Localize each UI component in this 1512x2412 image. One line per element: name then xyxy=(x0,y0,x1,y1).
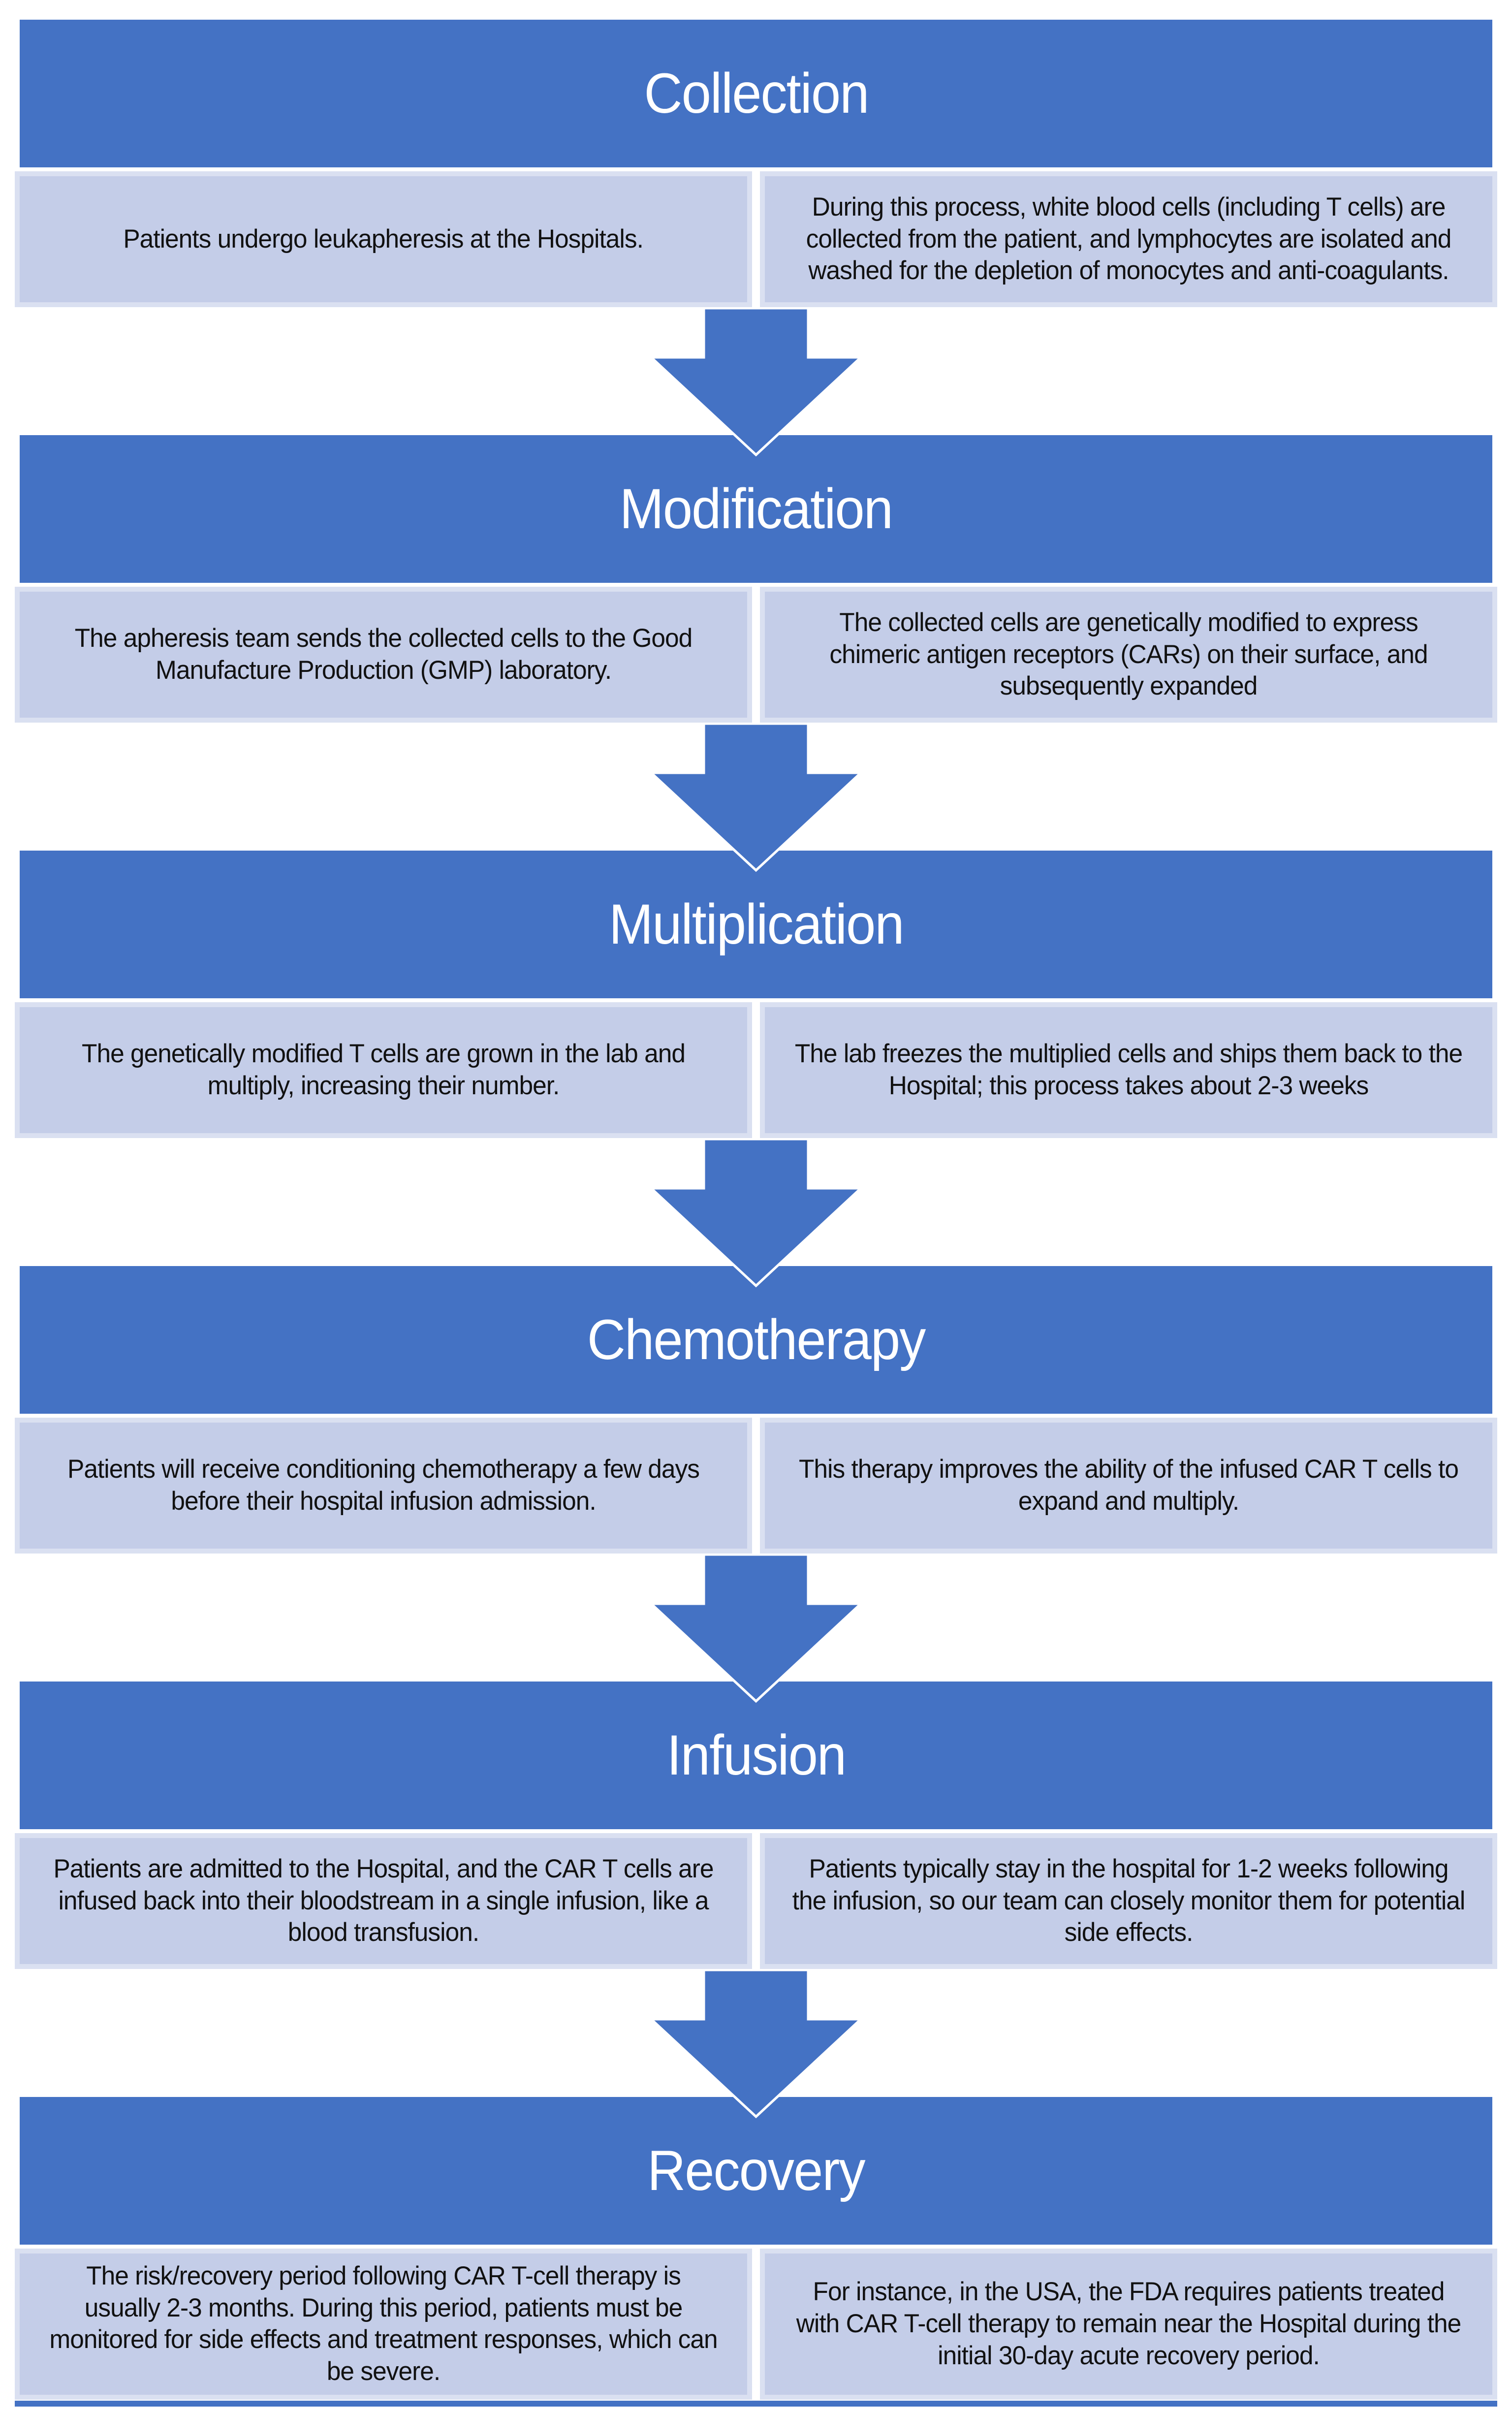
stage-infusion: Infusion Patients are admitted to the Ho… xyxy=(0,1682,1512,2119)
stage-header: Multiplication xyxy=(20,851,1492,998)
stage-left-box: The genetically modified T cells are gro… xyxy=(15,1002,752,1138)
down-arrow-icon xyxy=(0,1554,1512,1703)
stage-left-text: The apheresis team sends the collected c… xyxy=(74,624,693,685)
stage-header: Modification xyxy=(20,435,1492,583)
stage-left-text: Patients will receive conditioning chemo… xyxy=(67,1455,700,1516)
stage-right-text: The collected cells are genetically modi… xyxy=(829,608,1428,701)
stage-title: Collection xyxy=(644,62,869,125)
stage-boxes: Patients undergo leukapheresis at the Ho… xyxy=(15,171,1497,307)
stage-right-box: For instance, in the USA, the FDA requir… xyxy=(760,2249,1497,2400)
stage-boxes: The genetically modified T cells are gro… xyxy=(15,1002,1497,1138)
stage-left-text: The risk/recovery period following CAR T… xyxy=(49,2261,718,2386)
stage-title: Modification xyxy=(619,477,893,540)
stage-right-text: During this process, white blood cells (… xyxy=(806,192,1452,286)
down-arrow-icon xyxy=(0,1138,1512,1288)
stage-left-text: The genetically modified T cells are gro… xyxy=(82,1039,686,1100)
down-arrow-icon xyxy=(0,1969,1512,2119)
stage-recovery: Recovery The risk/recovery period follow… xyxy=(0,2097,1512,2400)
stage-left-text: Patients undergo leukapheresis at the Ho… xyxy=(123,224,644,254)
stage-title: Infusion xyxy=(666,1724,846,1787)
stage-chemotherapy: Chemotherapy Patients will receive condi… xyxy=(0,1266,1512,1703)
down-arrow-icon xyxy=(0,723,1512,872)
stage-right-text: The lab freezes the multiplied cells and… xyxy=(794,1039,1463,1100)
stage-right-text: For instance, in the USA, the FDA requir… xyxy=(796,2277,1461,2370)
stage-title: Recovery xyxy=(647,2139,865,2202)
stage-boxes: The risk/recovery period following CAR T… xyxy=(15,2249,1497,2400)
stage-right-box: During this process, white blood cells (… xyxy=(760,171,1497,307)
stage-left-box: Patients will receive conditioning chemo… xyxy=(15,1418,752,1554)
stage-right-box: The collected cells are genetically modi… xyxy=(760,587,1497,723)
stage-collection: Collection Patients undergo leukapheresi… xyxy=(0,20,1512,457)
stage-header: Chemotherapy xyxy=(20,1266,1492,1414)
stage-right-text: This therapy improves the ability of the… xyxy=(799,1455,1459,1516)
stage-left-box: The risk/recovery period following CAR T… xyxy=(15,2249,752,2400)
stage-right-box: This therapy improves the ability of the… xyxy=(760,1418,1497,1554)
stage-multiplication: Multiplication The genetically modified … xyxy=(0,851,1512,1288)
stage-boxes: The apheresis team sends the collected c… xyxy=(15,587,1497,723)
stage-modification: Modification The apheresis team sends th… xyxy=(0,435,1512,872)
stage-header: Infusion xyxy=(20,1682,1492,1829)
stages-container: Collection Patients undergo leukapheresi… xyxy=(0,20,1512,2400)
stage-header: Recovery xyxy=(20,2097,1492,2245)
stage-left-box: Patients are admitted to the Hospital, a… xyxy=(15,1833,752,1969)
stage-boxes: Patients will receive conditioning chemo… xyxy=(15,1418,1497,1554)
stage-title: Multiplication xyxy=(608,893,904,956)
stage-right-box: Patients typically stay in the hospital … xyxy=(760,1833,1497,1969)
stage-left-text: Patients are admitted to the Hospital, a… xyxy=(53,1854,714,1947)
stage-header: Collection xyxy=(20,20,1492,167)
down-arrow-icon xyxy=(0,307,1512,457)
stage-left-box: Patients undergo leukapheresis at the Ho… xyxy=(15,171,752,307)
stage-title: Chemotherapy xyxy=(587,1308,926,1371)
bottom-border xyxy=(15,2400,1497,2407)
stage-left-box: The apheresis team sends the collected c… xyxy=(15,587,752,723)
stage-boxes: Patients are admitted to the Hospital, a… xyxy=(15,1833,1497,1969)
stage-right-text: Patients typically stay in the hospital … xyxy=(792,1854,1466,1947)
stage-right-box: The lab freezes the multiplied cells and… xyxy=(760,1002,1497,1138)
